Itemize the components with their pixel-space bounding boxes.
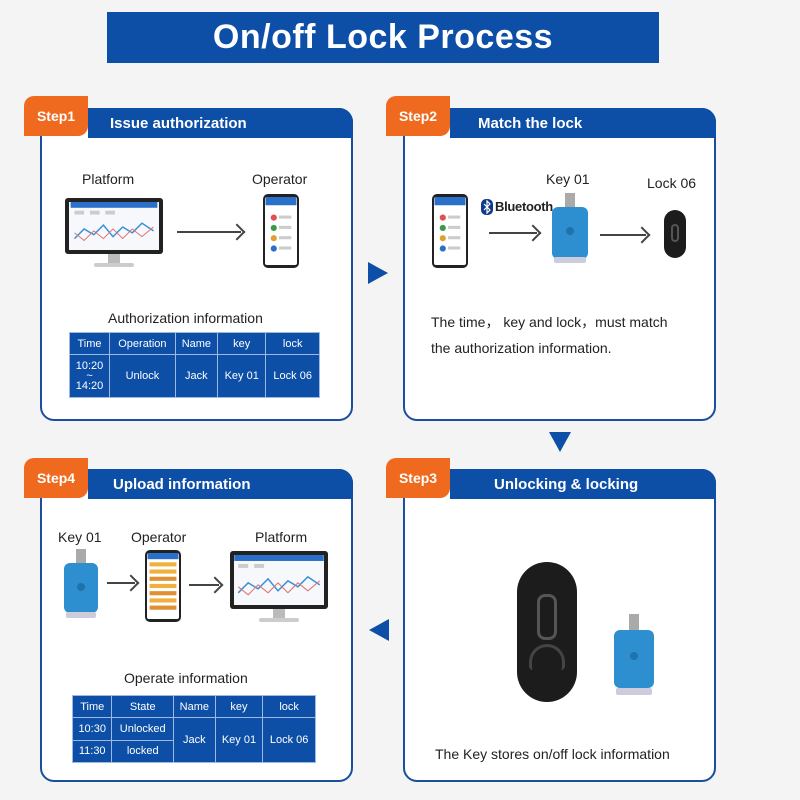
cell-time: 11:30 — [71, 739, 113, 763]
step4-header-text: Upload information — [113, 475, 251, 493]
th-lock: lock — [262, 695, 316, 718]
step4-tag: Step4 — [24, 458, 88, 498]
time-start: 10:20 — [75, 360, 104, 372]
cell-operation: Unlock — [109, 354, 176, 398]
desc-line2: the authorization information. — [431, 340, 612, 356]
step2-tag: Step2 — [386, 96, 450, 136]
th-name: Name — [173, 695, 216, 718]
time-sep: ~ — [86, 370, 93, 382]
phone-icon — [432, 194, 468, 268]
arrow-right-icon — [489, 232, 537, 234]
key-device-icon — [612, 614, 656, 700]
arrow-right-icon — [189, 584, 219, 586]
step2-header-text: Match the lock — [478, 114, 583, 132]
step4-header: Upload information — [88, 469, 353, 499]
cell-time-range: 10:20 ~ 14:20 — [68, 354, 111, 398]
step4-operator-label: Operator — [131, 529, 187, 545]
step2-header: Match the lock — [450, 108, 716, 138]
phone-icon — [263, 194, 299, 268]
lock-device-icon — [517, 562, 577, 702]
arrow-right-icon — [600, 234, 646, 236]
cell-lock: Lock 06 — [262, 717, 316, 763]
lock-device-icon — [664, 210, 686, 258]
step3-header-text: Unlocking & locking — [494, 475, 639, 493]
desc-line1: The time， key and lock，must match — [431, 314, 668, 330]
cell-key: Key 01 — [217, 354, 267, 398]
step3-tag: Step3 — [386, 458, 450, 498]
authorization-table: Time Operation Name key lock 10:20 ~ 14:… — [68, 332, 320, 398]
cell-state: Unlocked — [111, 717, 175, 741]
th-key: key — [217, 332, 267, 355]
th-operation: Operation — [109, 332, 176, 355]
th-state: State — [111, 695, 175, 718]
time-end: 14:20 — [75, 380, 104, 392]
step4-key-label: Key 01 — [58, 529, 102, 545]
step2-lock-label: Lock 06 — [647, 175, 697, 191]
cell-name: Jack — [173, 717, 216, 763]
cell-lock: Lock 06 — [265, 354, 320, 398]
step4-table-title: Operate information — [124, 670, 248, 686]
th-name: Name — [174, 332, 219, 355]
triangle-arrow-icon — [549, 432, 571, 452]
cell-key: Key 01 — [214, 717, 264, 763]
triangle-arrow-icon — [368, 262, 388, 284]
step3-caption: The Key stores on/off lock information — [435, 746, 670, 762]
key-device-icon — [62, 549, 100, 625]
th-time: Time — [68, 332, 111, 355]
step1-table-title: Authorization information — [108, 310, 263, 326]
step1-header-text: Issue authorization — [110, 114, 247, 132]
bluetooth-label: Bluetooth — [495, 199, 553, 214]
step1-platform-label: Platform — [82, 171, 135, 187]
step2-key-label: Key 01 — [546, 171, 590, 187]
bluetooth-icon — [481, 199, 493, 215]
step3-header: Unlocking & locking — [450, 469, 716, 499]
cell-state: locked — [111, 739, 175, 763]
triangle-arrow-icon — [369, 619, 389, 641]
operate-table: Time State Name key lock 10:30 Unlocked … — [71, 695, 316, 763]
cell-name: Jack — [174, 354, 219, 398]
step1-header: Issue authorization — [88, 108, 353, 138]
step4-platform-label: Platform — [255, 529, 308, 545]
phone-icon — [145, 550, 181, 622]
monitor-icon — [230, 551, 328, 625]
step2-description: The time， key and lock，must match the au… — [431, 309, 668, 361]
page-title: On/off Lock Process — [107, 12, 659, 63]
th-lock: lock — [265, 332, 320, 355]
th-time: Time — [71, 695, 113, 718]
arrow-right-icon — [177, 231, 241, 233]
step1-operator-label: Operator — [252, 171, 308, 187]
cell-time: 10:30 — [71, 717, 113, 741]
key-device-icon — [550, 193, 590, 271]
step1-tag: Step1 — [24, 96, 88, 136]
monitor-icon — [65, 198, 163, 270]
arrow-right-icon — [107, 582, 135, 584]
th-key: key — [214, 695, 264, 718]
